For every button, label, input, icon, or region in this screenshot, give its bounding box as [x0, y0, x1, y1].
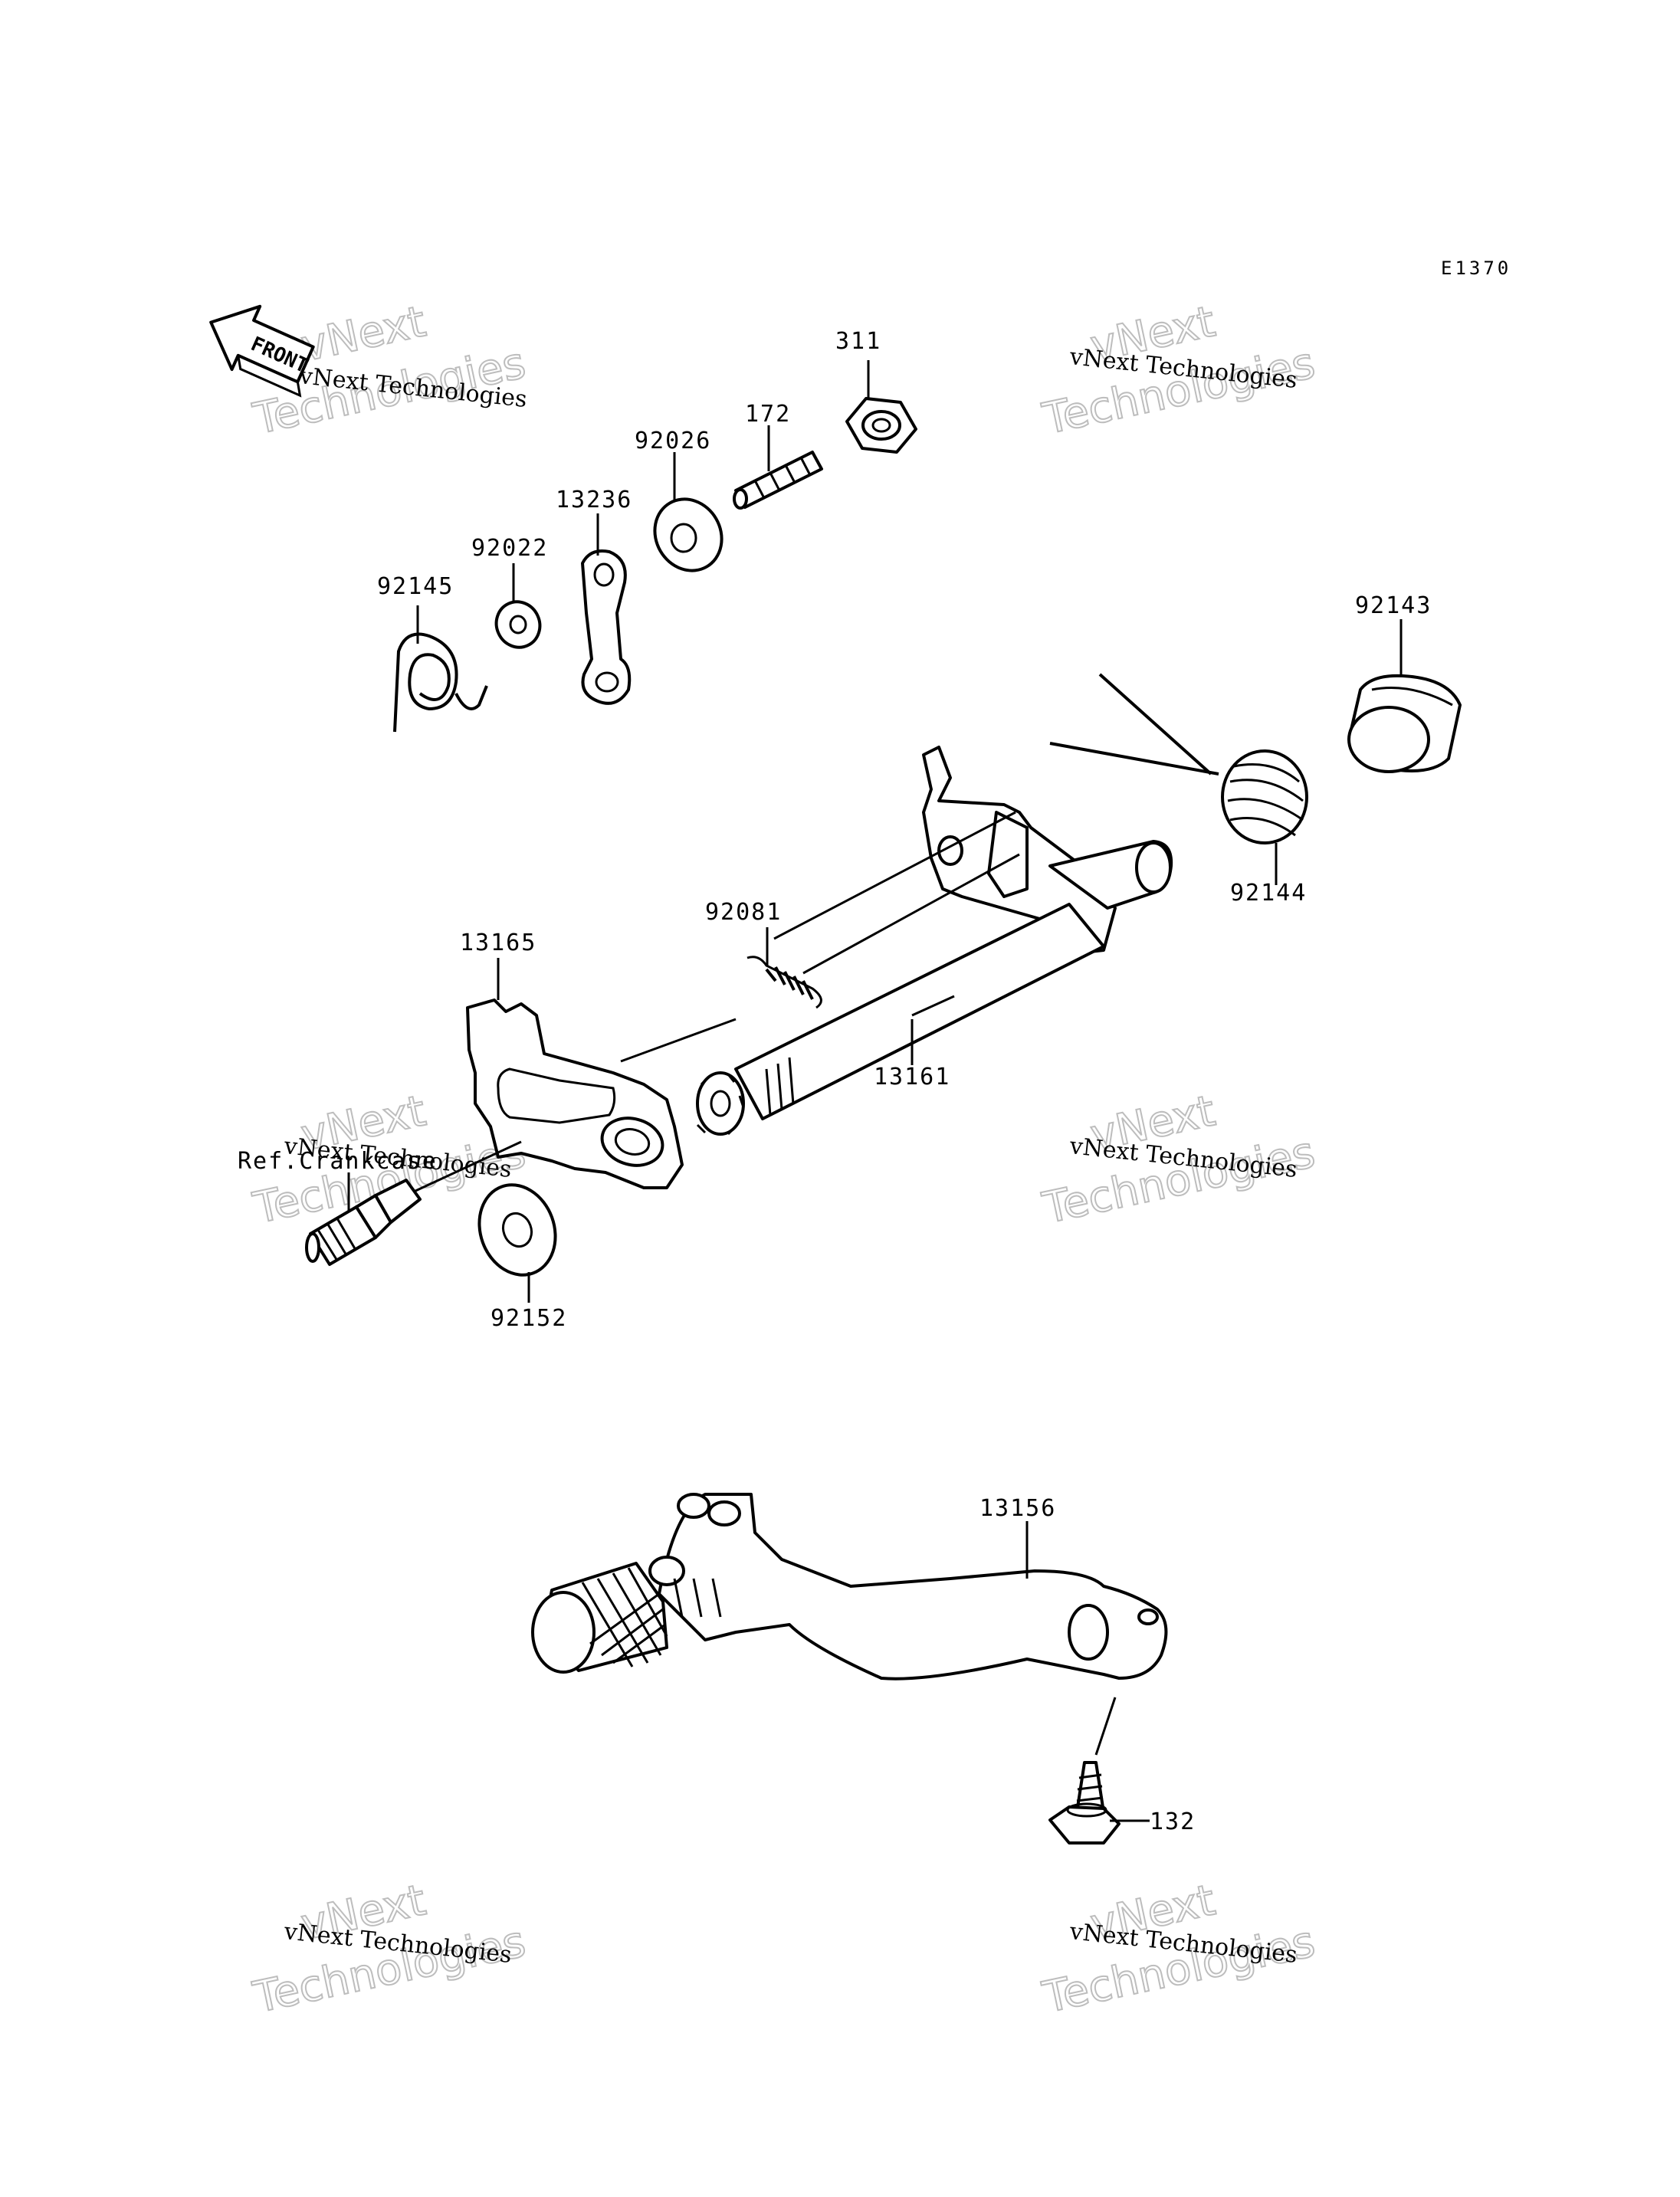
part-13165-shift-plate: [466, 998, 737, 1189]
label-132: 132: [1150, 1808, 1196, 1835]
watermark-bottom-right: vNext Technologies vNext Technologies: [1038, 1874, 1320, 2024]
part-92081-spring: [746, 811, 1020, 1009]
part-172-stud: [733, 451, 823, 510]
label-92143: 92143: [1355, 592, 1432, 619]
label-13236: 13236: [556, 487, 632, 513]
reference-crankcase-label: Ref.Crankcase: [238, 1148, 438, 1175]
part-92143-collar: [1347, 674, 1462, 773]
part-92145-spring: [393, 632, 488, 733]
label-92144: 92144: [1230, 880, 1307, 907]
label-92022: 92022: [471, 535, 548, 562]
label-13161: 13161: [874, 1064, 950, 1090]
part-92144-spring: [1049, 673, 1308, 844]
part-92022-washer: [494, 600, 542, 649]
part-132-bolt: [1048, 1697, 1121, 1844]
part-13156-shift-pedal: [531, 1493, 1168, 1681]
label-92145: 92145: [377, 573, 454, 600]
label-13156: 13156: [979, 1495, 1056, 1522]
leader-13161: [911, 995, 955, 1017]
watermark-mid-right: vNext Technologies vNext Technologies: [1038, 1085, 1320, 1235]
part-311-nut: [845, 397, 917, 454]
label-92152: 92152: [491, 1305, 567, 1332]
part-13236-lever: [581, 549, 632, 705]
watermark-bottom-left: vNext Technologies vNext Technologies: [248, 1874, 530, 2024]
label-92081: 92081: [705, 899, 782, 926]
watermark-top-right: vNext Technologies vNext Technologies: [1038, 296, 1320, 445]
part-92026-washer: [653, 497, 724, 572]
label-92026: 92026: [635, 428, 711, 454]
label-13165: 13165: [460, 930, 536, 956]
label-311: 311: [835, 328, 881, 355]
label-172: 172: [745, 401, 791, 428]
front-arrow-icon: FRONT: [209, 304, 315, 398]
diagram-code: E1370: [1441, 257, 1511, 279]
part-crankcase-stud: [305, 1140, 522, 1266]
watermark-vnext-text: vNext: [297, 297, 430, 372]
part-92152-washer: [477, 1183, 557, 1277]
